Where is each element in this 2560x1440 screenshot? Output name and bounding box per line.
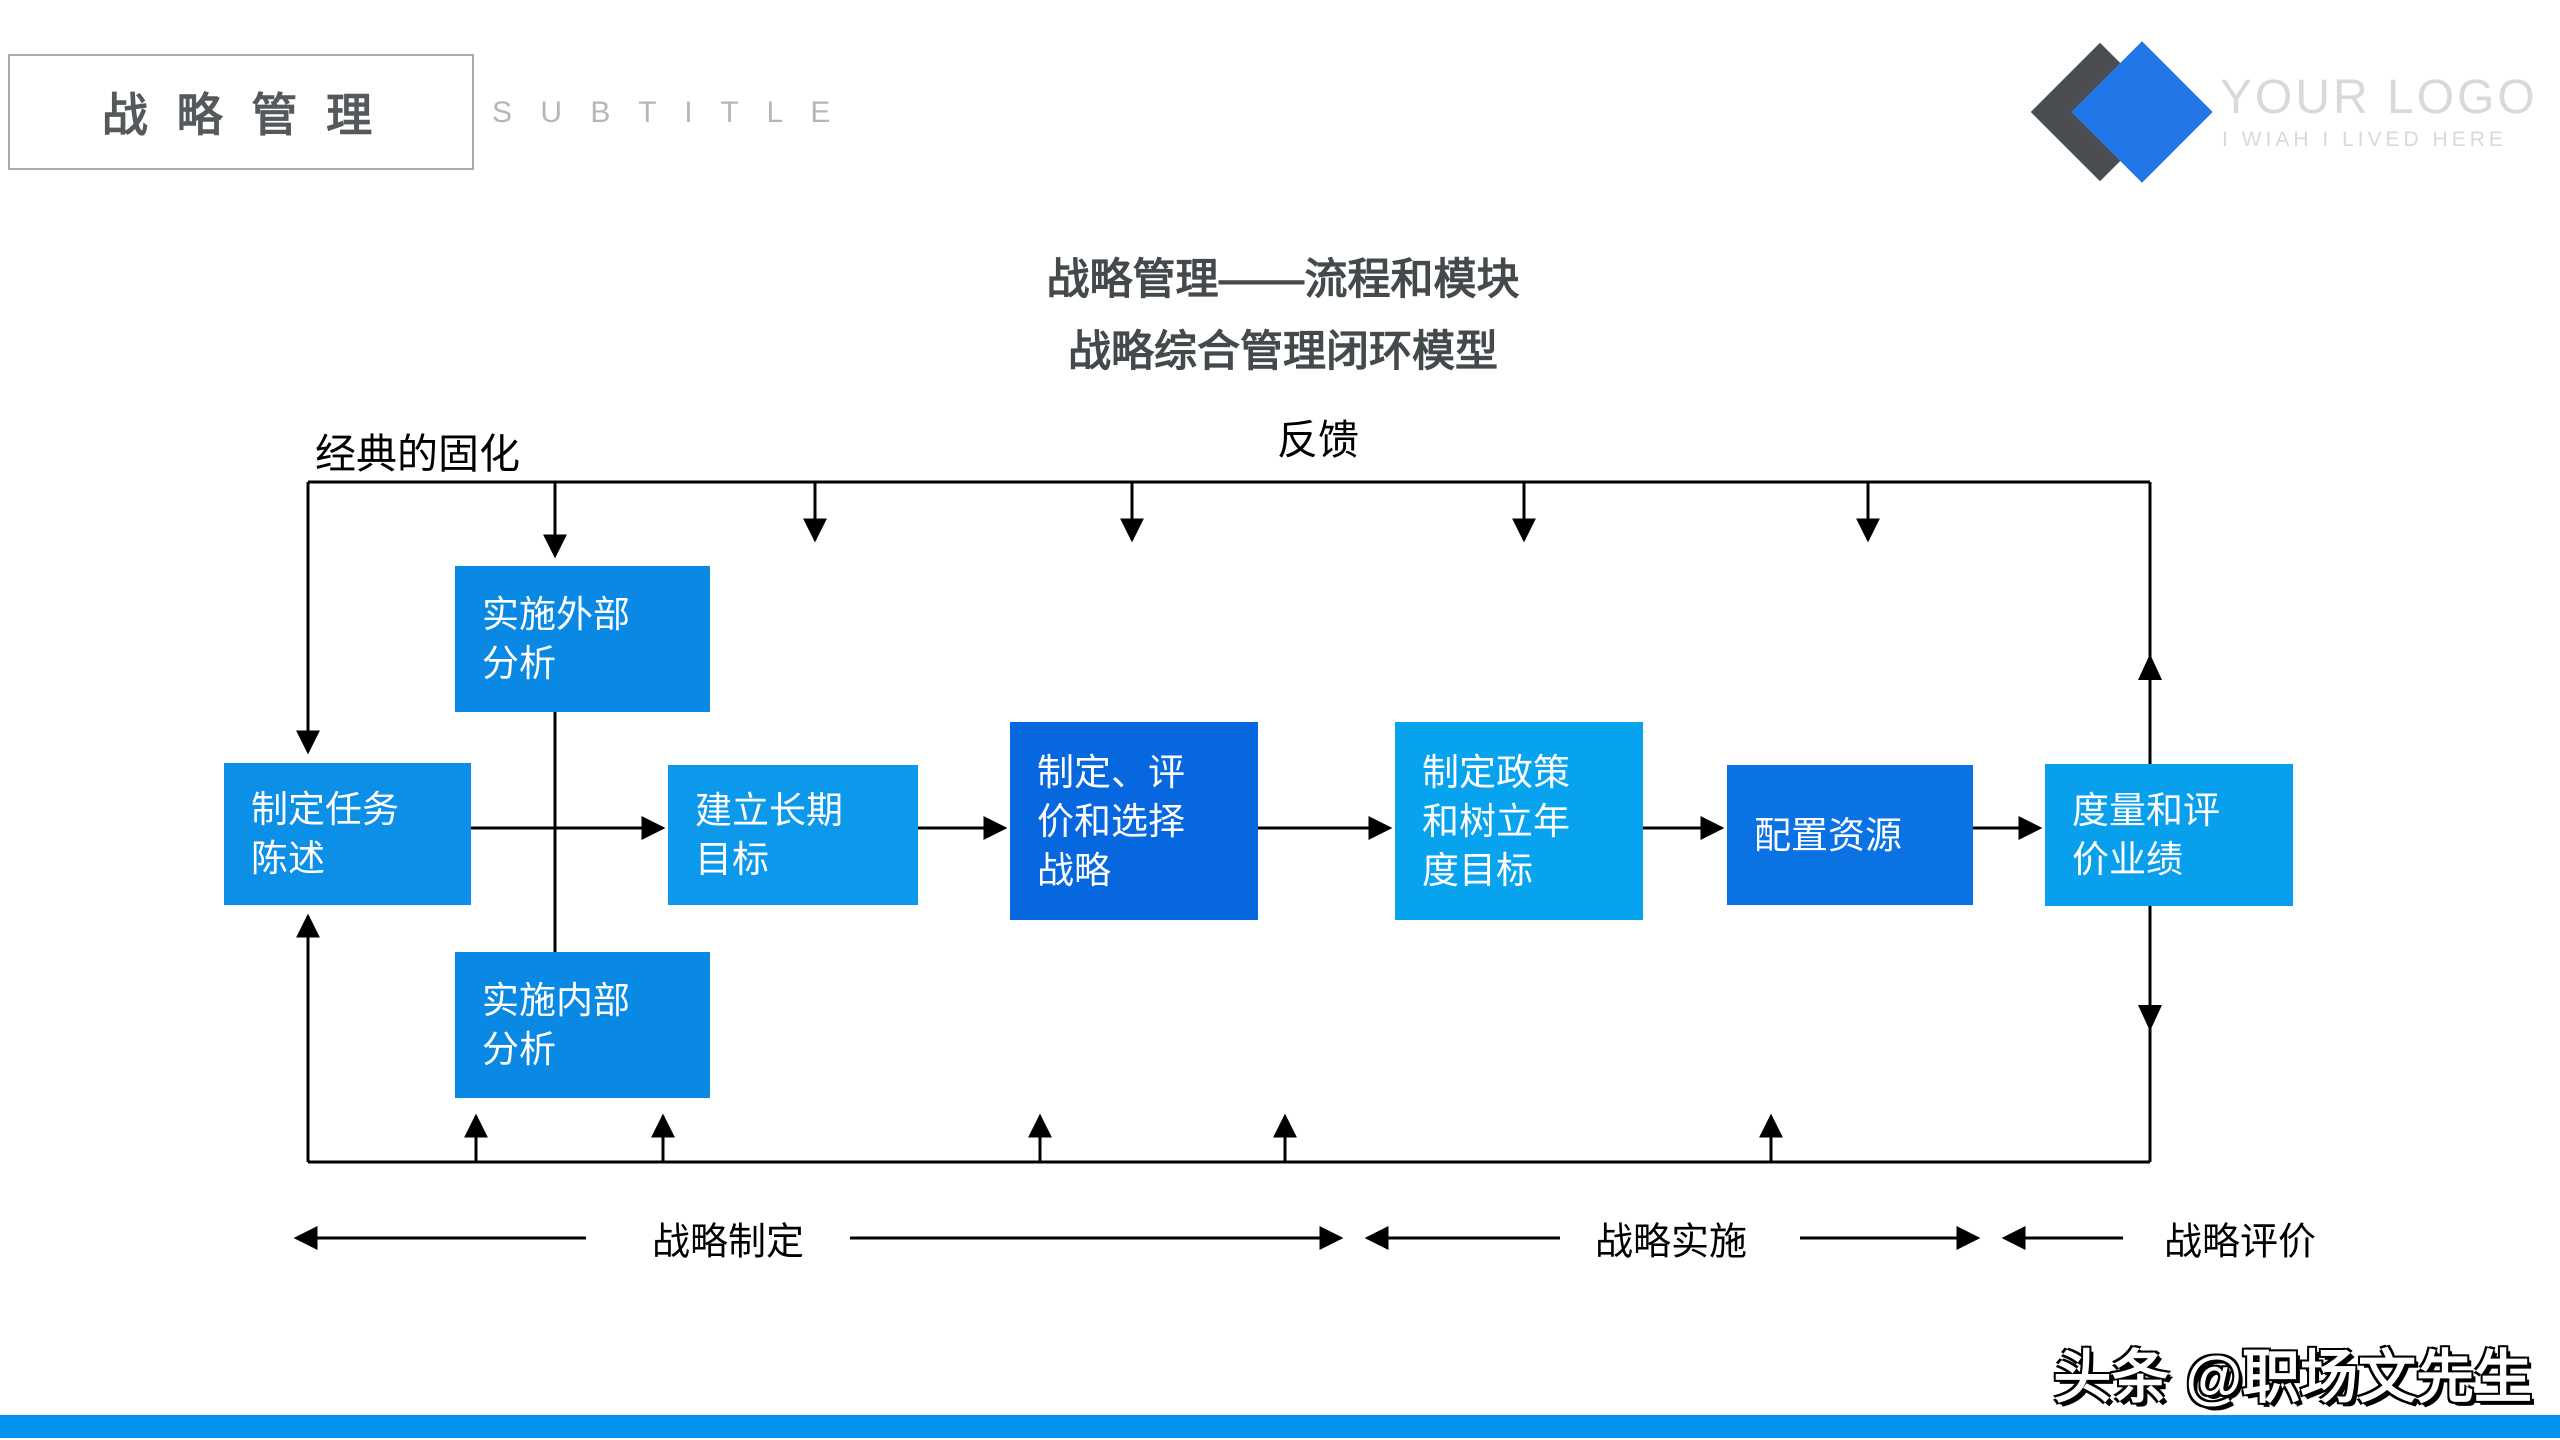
- slide-title-line2: 战略综合管理闭环模型: [1068, 328, 1498, 376]
- mid-arrowhead-down-right-vertical: [2138, 1005, 2162, 1031]
- slide-title: 战略管理——流程和模块 战略综合管理闭环模型: [1047, 244, 1520, 388]
- page-title: 战 略 管 理: [101, 89, 381, 141]
- mid-arrowhead-up-right-vertical: [2138, 654, 2162, 680]
- watermark-author: 头条 @职场文先生: [2053, 1345, 2532, 1410]
- header-title-box: 战 略 管 理: [8, 54, 474, 170]
- flow-box-policy: 制定政策 和树立年 度目标: [1395, 722, 1643, 920]
- logo-tagline: I WIAH I LIVED HERE: [2222, 128, 2507, 151]
- flow-box-evaluate: 制定、评 价和选择 战略: [1010, 722, 1258, 920]
- flow-box-mission: 制定任务 陈述: [224, 763, 471, 905]
- label-feedback: 反馈: [1277, 417, 1359, 463]
- slide-title-line1: 战略管理——流程和模块: [1046, 256, 1520, 304]
- logo-name: YOUR LOGO: [2220, 71, 2538, 124]
- page-subtitle: S U B T I T L E: [492, 96, 841, 129]
- phase-label-implementation: 战略实施: [1594, 1221, 1748, 1264]
- label-classic-solidify: 经典的固化: [315, 431, 520, 477]
- bottom-accent-bar: [0, 1415, 2560, 1438]
- flow-box-internal: 实施内部 分析: [455, 952, 710, 1098]
- flow-box-longterm: 建立长期 目标: [668, 765, 918, 905]
- flow-box-resources: 配置资源: [1727, 765, 1973, 905]
- phase-label-formulation: 战略制定: [651, 1221, 805, 1264]
- flow-box-measure: 度量和评 价业绩: [2045, 764, 2293, 906]
- phase-label-evaluation: 战略评价: [2163, 1221, 2317, 1264]
- flow-box-external: 实施外部 分析: [455, 566, 710, 712]
